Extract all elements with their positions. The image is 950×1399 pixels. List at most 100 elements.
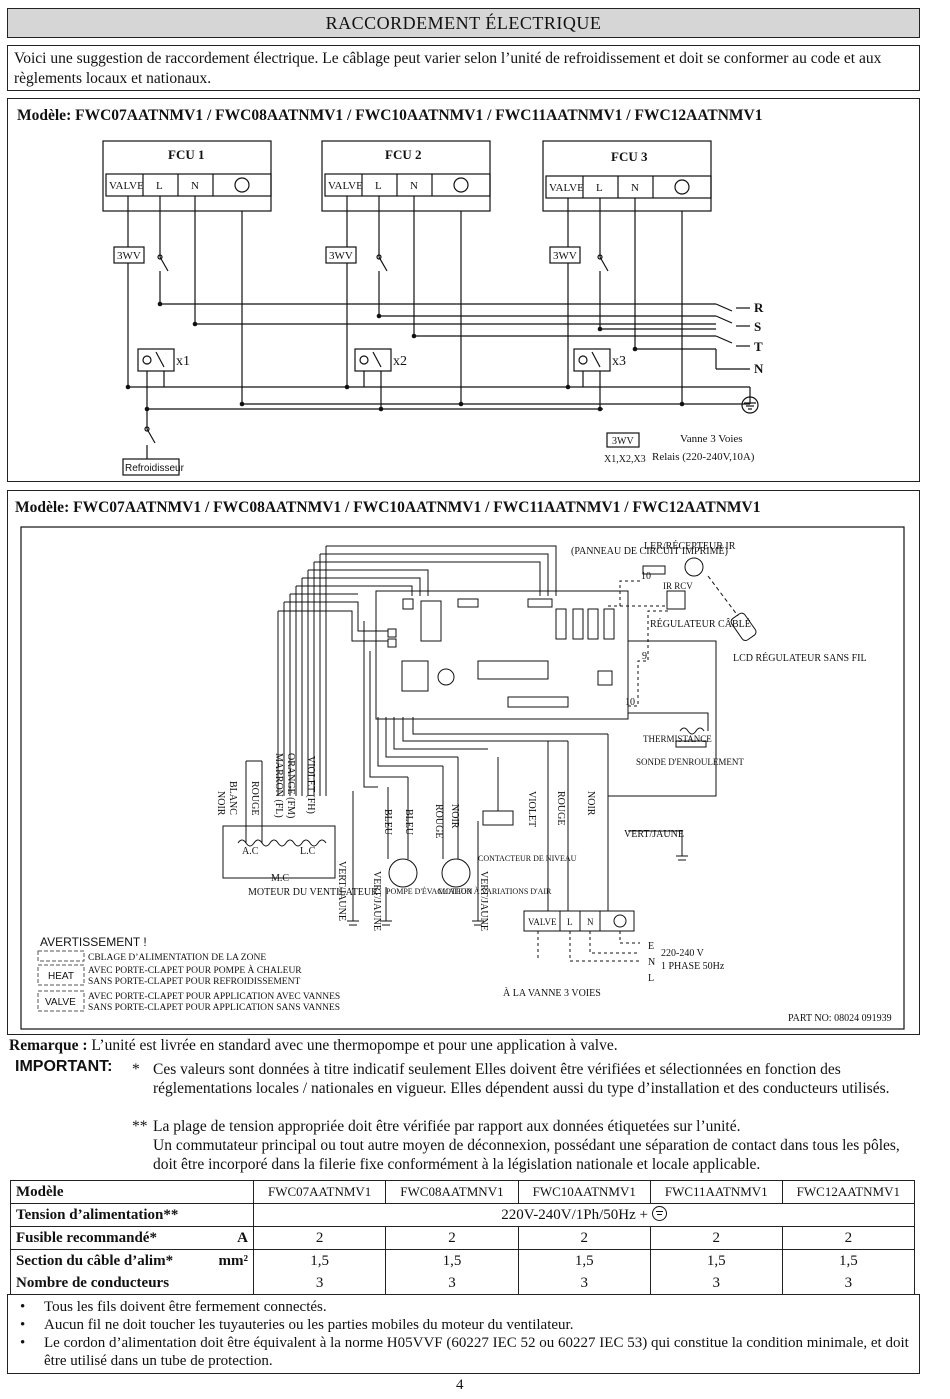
cable-unit: mm² xyxy=(218,1252,249,1269)
fuse-3: 2 xyxy=(517,1226,651,1250)
table-row: Modèle FWC07AATNMV1 FWC08AATMNV1 FWC10AA… xyxy=(10,1180,916,1204)
variable-motor-label: MOTEUR À VARIATIONS D'AIR xyxy=(438,886,552,896)
wire-violet-motor: VIOLET (FH) xyxy=(305,756,316,814)
voltage-cell: 220V-240V/1Ph/50Hz + xyxy=(253,1203,915,1227)
term-l-3: L xyxy=(596,182,603,194)
diagram1-model-line: Modèle: FWC07AATNMV1 / FWC08AATNMV1 / FW… xyxy=(17,107,763,124)
fuse-1: 2 xyxy=(252,1226,387,1250)
term-n-3: N xyxy=(631,182,639,194)
cond-5: 3 xyxy=(781,1272,916,1295)
supply-e: E xyxy=(648,941,654,952)
wire-noir-valve: NOIR xyxy=(585,791,596,816)
term-l-1: L xyxy=(156,180,163,192)
cond-1: 3 xyxy=(252,1272,387,1295)
relay-label-2: x2 xyxy=(393,354,407,369)
fuse-label: Fusible recommandé* xyxy=(16,1229,157,1246)
model-col-3: FWC10AATNMV1 xyxy=(517,1180,651,1204)
legend-relay-symbol: X1,X2,X3 xyxy=(604,454,646,465)
legend-relay-text: Relais (220-240V,10A) xyxy=(652,451,755,463)
supply-n: N xyxy=(648,957,655,968)
wire-rouge-motor: ROUGE xyxy=(249,781,260,815)
warning-line1: CBLAGE D’ALIMENTATION DE LA ZONE xyxy=(88,953,266,963)
cable-1: 1,5 xyxy=(252,1249,387,1272)
lcd-controller-label: LCD RÉGULATEUR SANS FIL xyxy=(733,652,867,664)
remark: Remarque : L’unité est livrée en standar… xyxy=(9,1036,919,1055)
supply-text-2: 1 PHASE 50Hz xyxy=(661,961,725,972)
wiring-diagram-pcb: Modèle: FWC07AATNMV1 / FWC08AATNMV1 / FW… xyxy=(7,490,920,1035)
term-valve-2: VALVE xyxy=(328,180,363,192)
valve-note: À LA VANNE 3 VOIES xyxy=(503,987,601,999)
table-row: Fusible recommandé* A 2 2 2 2 2 xyxy=(10,1226,916,1250)
table-row: Tension d’alimentation** 220V-240V/1Ph/5… xyxy=(10,1203,915,1227)
pcb-board xyxy=(375,590,629,720)
legend-3wv-symbol: 3WV xyxy=(612,436,634,447)
term2-l: L xyxy=(567,917,573,927)
model-col-2: FWC08AATMNV1 xyxy=(385,1180,519,1204)
heat-line2: SANS PORTE-CLAPET POUR REFROIDISSEMENT xyxy=(88,977,300,987)
level-contact-label: CONTACTEUR DE NIVEAU xyxy=(478,854,577,863)
wire-orange: ORANGE (FM) xyxy=(285,753,296,818)
list-item: Le cordon d’alimentation doit être équiv… xyxy=(8,1334,919,1370)
fuse-label-cell: Fusible recommandé* A xyxy=(10,1226,254,1250)
fuse-5: 2 xyxy=(781,1226,916,1250)
fuse-4: 2 xyxy=(649,1226,783,1250)
thermistance-label: THERMISTANCE xyxy=(643,734,712,744)
vert-jaune-1: VERT/JAUNE xyxy=(336,861,347,921)
cable-label-cell: Section du câble d’alim* mm² xyxy=(10,1249,254,1272)
page-number: 4 xyxy=(456,1377,464,1393)
term-l-2: L xyxy=(375,180,382,192)
vert-jaune-right: VERT/JAUNE xyxy=(624,829,684,840)
num-9: 9 xyxy=(642,651,647,662)
wire-bleu-2: BLEU xyxy=(403,809,414,836)
fuse-unit: A xyxy=(237,1229,248,1246)
chiller-label: Refroidisseur xyxy=(125,463,185,474)
motor-ac: A.C xyxy=(242,846,259,857)
cond-3: 3 xyxy=(517,1272,651,1295)
diagram2-model-line: Modèle: FWC07AATNMV1 / FWC08AATNMV1 / FW… xyxy=(15,499,761,516)
wire-violet-valve: VIOLET xyxy=(526,791,537,827)
cable-4: 1,5 xyxy=(649,1249,783,1272)
wv-label-2: 3WV xyxy=(329,250,353,262)
page-title: RACCORDEMENT ÉLECTRIQUE xyxy=(7,8,920,38)
model-col-1: FWC07AATNMV1 xyxy=(252,1180,387,1204)
term2-n: N xyxy=(587,917,594,927)
wire-rouge-valve: ROUGE xyxy=(555,791,566,825)
important-text1: Ces valeurs sont données à titre indicat… xyxy=(153,1061,890,1097)
diagram2-svg: (PANNEAU DE CIRCUIT IMPRIMÉ) LER/RÉCEPTE… xyxy=(20,526,905,1030)
part-no: PART NO: 08024 091939 xyxy=(788,1013,892,1024)
ir-rcv-label: IR RCV xyxy=(663,581,693,591)
important-text2: La plage de tension appropriée doit être… xyxy=(153,1118,741,1135)
cond-4: 3 xyxy=(649,1272,783,1295)
valve-line1: AVEC PORTE-CLAPET POUR APPLICATION AVEC … xyxy=(88,992,340,1002)
legend-3wv-text: Vanne 3 Voies xyxy=(680,433,743,445)
table-row: Section du câble d’alim* mm² 1,5 1,5 1,5… xyxy=(10,1249,916,1272)
term-valve-1: VALVE xyxy=(109,180,144,192)
motor-label: MOTEUR DU VENTILATEUR xyxy=(248,887,378,898)
diagram1-svg: FCU 1 FCU 2 FCU 3 VALVE L N VALVE L N VA… xyxy=(102,140,764,476)
term-valve-3: VALVE xyxy=(549,182,584,194)
fcu3-label: FCU 3 xyxy=(611,149,648,164)
valve-line2: SANS PORTE-CLAPET POUR APPLICATION SANS … xyxy=(88,1003,340,1013)
phase-r: R xyxy=(754,300,764,315)
ground-icon xyxy=(651,1206,667,1221)
intro-box: Voici une suggestion de raccordement éle… xyxy=(7,45,920,91)
num-10a: 10 xyxy=(641,571,651,582)
phase-t: T xyxy=(754,339,763,354)
wv-label-3: 3WV xyxy=(553,250,577,262)
important-star1: * xyxy=(132,1061,140,1078)
ler-label: LER/RÉCEPTEUR IR xyxy=(644,540,736,552)
intro-text: Voici une suggestion de raccordement éle… xyxy=(14,50,882,87)
heat-tag: HEAT xyxy=(48,971,74,982)
vert-jaune-3: VERT/JAUNE xyxy=(478,871,489,931)
term-n-1: N xyxy=(191,180,199,192)
wired-controller-label: RÉGULATEUR CÂBLÉ xyxy=(650,618,751,630)
spec-table: Modèle FWC07AATNMV1 FWC08AATMNV1 FWC10AA… xyxy=(10,1180,916,1295)
term-n-2: N xyxy=(410,180,418,192)
wire-rouge-pump: ROUGE xyxy=(433,804,444,838)
supply-l: L xyxy=(648,973,654,984)
pump-label: POMPE D'ÉVACUATION xyxy=(386,886,473,896)
cable-5: 1,5 xyxy=(781,1249,916,1272)
notes-box: Tous les fils doivent être fermement con… xyxy=(7,1294,920,1374)
motor-lc: L.C xyxy=(300,846,316,857)
important-text3: Un commutateur principal ou tout autre m… xyxy=(153,1137,900,1173)
